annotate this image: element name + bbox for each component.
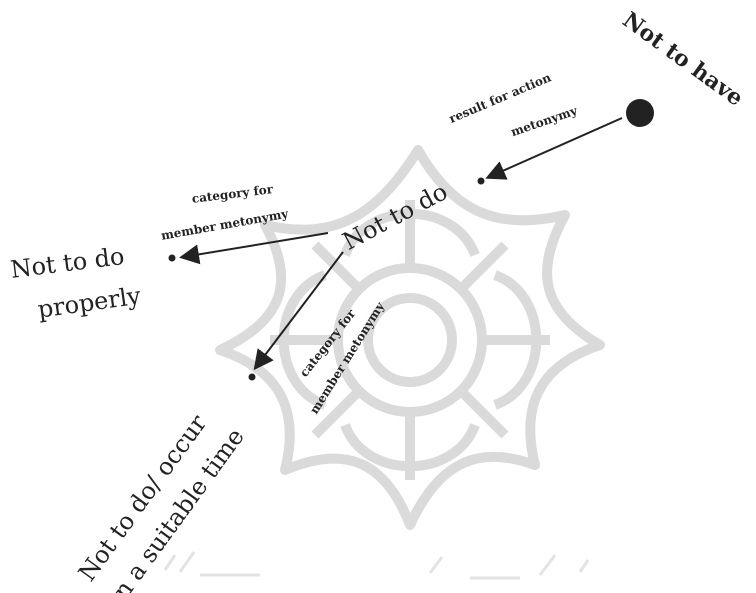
edge-arrow-category-member-left [183,233,328,257]
node-dot-not-to-do [478,178,485,185]
node-dot-not-to-do-occur [249,374,256,381]
node-dot-not-to-do-properly [169,255,176,262]
node-dot-not-to-have [626,99,654,127]
